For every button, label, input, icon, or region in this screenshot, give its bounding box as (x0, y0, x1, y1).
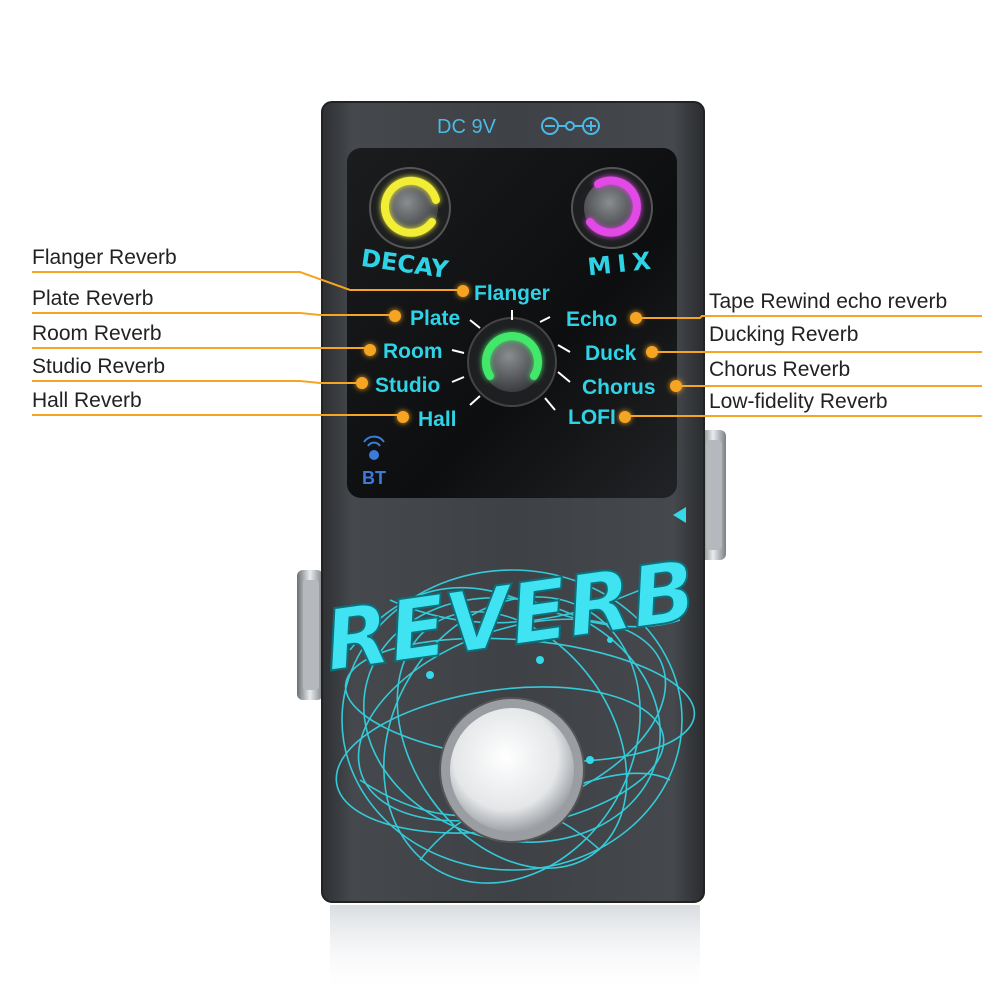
callout-tape-rewind-echo-reverb: Tape Rewind echo reverb (709, 290, 948, 313)
wifi-icon (363, 435, 385, 447)
triangle-arrow-icon (337, 614, 350, 630)
left-mode-labels: Flanger Plate Room Studio Hall (375, 282, 550, 431)
bt-label: BT (362, 468, 386, 488)
bt-led (369, 450, 379, 460)
mode-label-room: Room (383, 340, 443, 363)
mode-label-flanger: Flanger (474, 282, 550, 305)
triangle-arrow-icon (673, 507, 686, 523)
input-jack[interactable] (297, 570, 323, 700)
mode-label-plate: Plate (410, 307, 460, 330)
dc-polarity-icon (541, 117, 600, 135)
mix-knob[interactable] (571, 167, 653, 249)
callout-room-reverb: Room Reverb (32, 322, 162, 345)
mode-label-hall: Hall (418, 408, 457, 431)
callout-dots (356, 285, 682, 423)
callout-chorus-reverb: Chorus Reverb (709, 358, 851, 381)
callout-low-fidelity-reverb: Low-fidelity Reverb (709, 390, 888, 413)
callout-hall-reverb: Hall Reverb (32, 389, 142, 412)
footswitch-button[interactable] (439, 697, 585, 843)
output-jack[interactable] (700, 430, 726, 560)
decay-knob[interactable] (369, 167, 451, 249)
mode-label-chorus: Chorus (582, 376, 656, 399)
mode-selector-knob[interactable] (467, 317, 557, 407)
floor-reflection (330, 905, 700, 995)
callout-flanger-reverb: Flanger Reverb (32, 246, 177, 269)
callout-ducking-reverb: Ducking Reverb (709, 323, 859, 346)
power-label: DC 9V (437, 116, 497, 138)
mode-label-echo: Echo (566, 308, 617, 331)
mode-label-studio: Studio (375, 374, 440, 397)
right-mode-labels: Echo Duck Chorus LOFI (566, 308, 656, 429)
mode-label-duck: Duck (585, 342, 637, 365)
callout-lines (32, 271, 982, 417)
mode-ticks (451, 310, 571, 411)
callout-studio-reverb: Studio Reverb (32, 355, 166, 378)
sphere-graphic (335, 569, 696, 884)
mode-label-lofi: LOFI (568, 406, 616, 429)
callout-plate-reverb: Plate Reverb (32, 287, 154, 310)
